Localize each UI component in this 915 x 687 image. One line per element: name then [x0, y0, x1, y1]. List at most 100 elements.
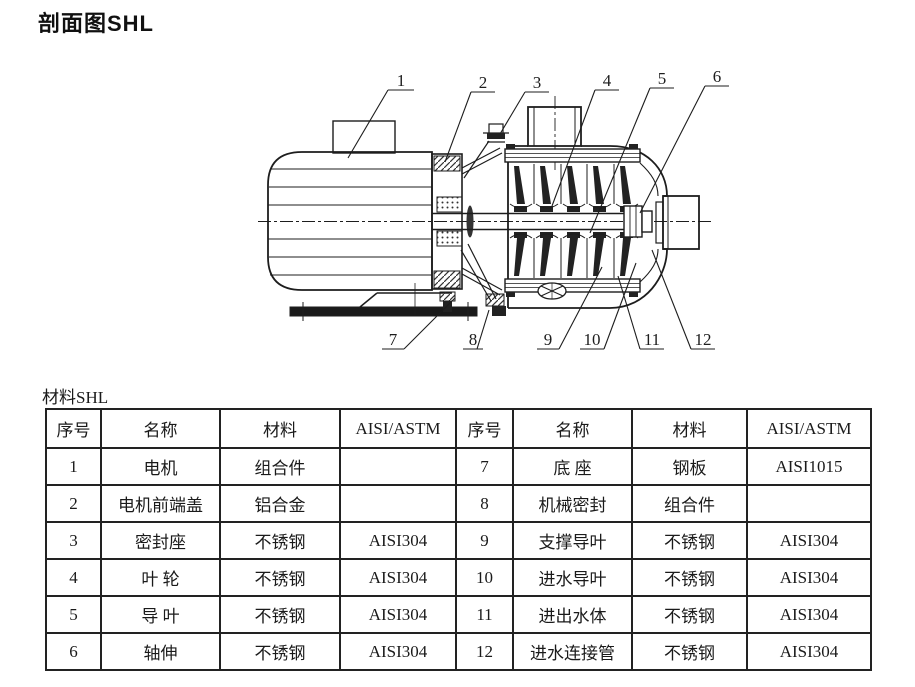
drain-plug: [537, 282, 567, 300]
mechanical-seal: [466, 205, 506, 316]
svg-text:1: 1: [397, 71, 406, 90]
motor-front-cover: [431, 153, 463, 290]
svg-text:5: 5: [658, 69, 667, 88]
column-header-no: 序号: [45, 408, 102, 449]
cell-name: 进出水体: [512, 595, 633, 634]
callouts: 1 2 3 4 5 6 7 8: [347, 67, 729, 350]
table-row: 2 电机前端盖 铝合金 8 机械密封 组合件: [45, 484, 872, 523]
lantern-bracket: [460, 140, 503, 302]
pump-casing: [507, 106, 700, 309]
cell-no: 10: [455, 558, 514, 597]
cell-name: 支撑导叶: [512, 521, 633, 560]
svg-text:12: 12: [695, 330, 712, 349]
cell-aisi: [339, 447, 457, 486]
cell-name: 电机: [100, 447, 221, 486]
cell-material: 钢板: [631, 447, 748, 486]
shaft: [432, 205, 653, 238]
cell-material: 不锈钢: [631, 521, 748, 560]
cell-material: 不锈钢: [219, 521, 341, 560]
materials-label: 材料SHL: [42, 388, 109, 407]
impeller-stages: [509, 164, 639, 278]
cell-material: 不锈钢: [219, 558, 341, 597]
callout-10: 10: [580, 262, 637, 350]
cell-material: 不锈钢: [631, 558, 748, 597]
stage-bands: [504, 144, 641, 297]
cell-no: 7: [455, 447, 514, 486]
cell-no: 11: [455, 595, 514, 634]
page-title: 剖面图SHL: [38, 11, 155, 36]
callout-5: 5: [589, 69, 674, 234]
callout-9: 9: [537, 266, 603, 350]
svg-text:6: 6: [713, 67, 722, 86]
table-row: 5 导 叶 不锈钢 AISI304 11 进出水体 不锈钢 AISI304: [45, 595, 872, 634]
cell-aisi: AISI304: [746, 558, 872, 597]
seal-seat-bolt: [483, 123, 509, 143]
cell-aisi: AISI304: [339, 521, 457, 560]
column-header-name: 名称: [512, 408, 633, 449]
svg-text:8: 8: [469, 330, 478, 349]
cell-no: 8: [455, 484, 514, 523]
column-header-no: 序号: [455, 408, 514, 449]
cell-aisi: AISI304: [339, 595, 457, 634]
cell-no: 1: [45, 447, 102, 486]
callout-7: 7: [382, 297, 456, 350]
cell-name: 叶 轮: [100, 558, 221, 597]
header-row: 序号 名称 材料 AISI/ASTM 序号 名称 材料 AISI/ASTM: [45, 408, 872, 449]
cell-material: 铝合金: [219, 484, 341, 523]
svg-text:9: 9: [544, 330, 553, 349]
svg-text:4: 4: [603, 71, 612, 90]
callout-11: 11: [617, 275, 664, 350]
cell-no: 12: [455, 632, 514, 671]
cell-no: 3: [45, 521, 102, 560]
cell-aisi: AISI304: [746, 521, 872, 560]
callout-8: 8: [463, 309, 490, 350]
table-row: 1 电机 组合件 7 底 座 钢板 AISI1015: [45, 447, 872, 486]
column-header-material: 材料: [219, 408, 341, 449]
materials-table: 序号 名称 材料 AISI/ASTM 序号 名称 材料 AISI/ASTM 1 …: [45, 408, 872, 671]
callout-4: 4: [551, 71, 619, 207]
column-header-aisi: AISI/ASTM: [339, 408, 457, 449]
callout-2: 2: [444, 73, 495, 163]
cell-name: 密封座: [100, 521, 221, 560]
cell-no: 4: [45, 558, 102, 597]
cell-no: 6: [45, 632, 102, 671]
cell-no: 2: [45, 484, 102, 523]
cell-aisi: [339, 484, 457, 523]
cell-aisi: AISI1015: [746, 447, 872, 486]
cell-aisi: [746, 484, 872, 523]
cell-material: 组合件: [219, 447, 341, 486]
cell-material: 不锈钢: [219, 632, 341, 671]
svg-text:11: 11: [644, 330, 660, 349]
cell-no: 5: [45, 595, 102, 634]
column-header-aisi: AISI/ASTM: [746, 408, 872, 449]
column-header-name: 名称: [100, 408, 221, 449]
cell-name: 轴伸: [100, 632, 221, 671]
svg-text:2: 2: [479, 73, 488, 92]
svg-text:10: 10: [584, 330, 601, 349]
callout-12: 12: [651, 249, 715, 350]
cell-material: 不锈钢: [631, 632, 748, 671]
cell-name: 进水导叶: [512, 558, 633, 597]
cell-no: 9: [455, 521, 514, 560]
cell-aisi: AISI304: [339, 558, 457, 597]
column-header-material: 材料: [631, 408, 748, 449]
cell-name: 导 叶: [100, 595, 221, 634]
callout-1: 1: [347, 71, 414, 159]
cell-name: 底 座: [512, 447, 633, 486]
cell-material: 不锈钢: [631, 595, 748, 634]
table-row: 4 叶 轮 不锈钢 AISI304 10 进水导叶 不锈钢 AISI304: [45, 558, 872, 597]
callout-6: 6: [639, 67, 729, 214]
cell-material: 组合件: [631, 484, 748, 523]
pump-sectional-diagram: 1 2 3 4 5 6 7 8: [250, 60, 740, 370]
svg-text:7: 7: [389, 330, 398, 349]
table-row: 3 密封座 不锈钢 AISI304 9 支撑导叶 不锈钢 AISI304: [45, 521, 872, 560]
svg-text:3: 3: [533, 73, 542, 92]
cell-name: 电机前端盖: [100, 484, 221, 523]
pump-drawing-svg: 1 2 3 4 5 6 7 8: [258, 67, 729, 350]
base-foot: [289, 283, 478, 321]
motor: [267, 120, 433, 291]
cell-name: 进水连接管: [512, 632, 633, 671]
table-row: 6 轴伸 不锈钢 AISI304 12 进水连接管 不锈钢 AISI304: [45, 632, 872, 671]
cell-name: 机械密封: [512, 484, 633, 523]
